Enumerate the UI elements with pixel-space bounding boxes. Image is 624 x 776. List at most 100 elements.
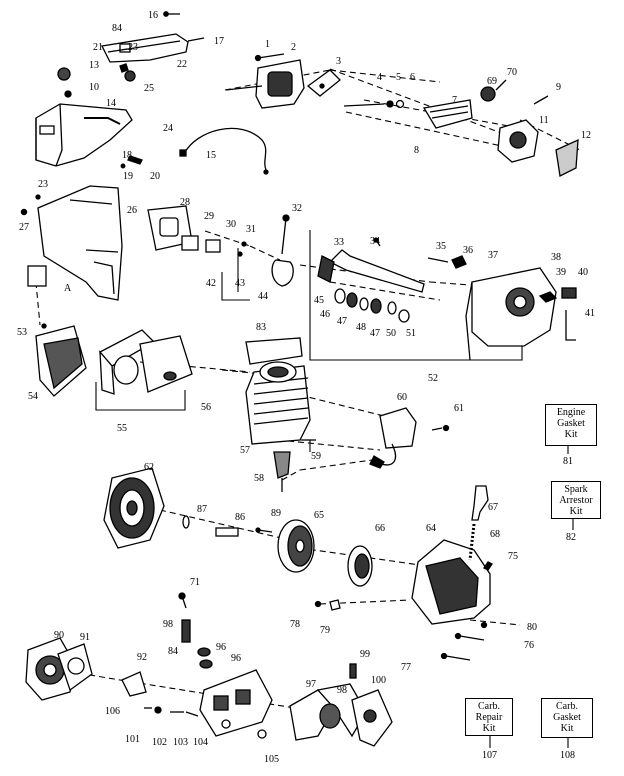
part-callout-34: 34 — [370, 236, 380, 247]
part-callout-23: 23 — [38, 179, 48, 190]
part-callout-15: 15 — [206, 150, 216, 161]
part-callout-4: 4 — [377, 72, 382, 83]
part-callout-106: 106 — [105, 706, 120, 717]
kit-line: Kit — [564, 429, 578, 440]
part-callout-86: 86 — [235, 512, 245, 523]
spark-arrestor-kit-box: Spark Arrestor Kit — [551, 481, 601, 519]
part-callout-102: 102 — [152, 737, 167, 748]
part-callout-70: 70 — [507, 67, 517, 78]
kit-line: Kit — [560, 723, 574, 734]
part-callout-19: 19 — [123, 171, 133, 182]
part-callout-96: 96 — [216, 642, 226, 653]
kit-line: Gasket — [553, 712, 581, 723]
engine-gasket-kit-number: 81 — [563, 456, 573, 467]
part-callout-51: 51 — [406, 328, 416, 339]
part-callout-47: 47 — [337, 316, 347, 327]
part-callout-16: 16 — [148, 10, 158, 21]
part-callout-27: 27 — [19, 222, 29, 233]
part-callout-18: 18 — [122, 150, 132, 161]
part-callout-78: 78 — [290, 619, 300, 630]
part-callout-25: 25 — [144, 83, 154, 94]
part-callout-29: 29 — [204, 211, 214, 222]
part-callout-76: 76 — [524, 640, 534, 651]
rear-handle-housing — [35, 103, 143, 169]
flywheel — [103, 467, 273, 549]
part-callout-8: 8 — [414, 145, 419, 156]
part-callout-50: 50 — [386, 328, 396, 339]
ignition-clip — [314, 599, 341, 611]
part-callout-57: 57 — [240, 445, 250, 456]
part-callout-31: 31 — [246, 224, 256, 235]
part-callout-92: 92 — [137, 652, 147, 663]
part-callout-69: 69 — [487, 76, 497, 87]
wire-harness — [179, 127, 269, 175]
part-callout-39: 39 — [556, 267, 566, 278]
part-callout-91: 91 — [80, 632, 90, 643]
part-callout-83: 83 — [256, 322, 266, 333]
part-callout-28: 28 — [180, 197, 190, 208]
part-callout-60: 60 — [397, 392, 407, 403]
part-callout-56: 56 — [201, 402, 211, 413]
part-callout-23: 23 — [128, 42, 138, 53]
part-callout-48: 48 — [356, 322, 366, 333]
part-callout-24: 24 — [163, 123, 173, 134]
carb-repair-kit-number: 107 — [482, 750, 497, 761]
carb-diaphragm-cover — [289, 663, 393, 747]
kit-line: Repair — [475, 712, 503, 723]
part-callout-66: 66 — [375, 523, 385, 534]
part-callout-12: 12 — [581, 130, 591, 141]
part-callout-5: 5 — [396, 72, 401, 83]
part-callout-44: 44 — [258, 291, 268, 302]
part-callout-40: 40 — [578, 267, 588, 278]
part-callout-35: 35 — [436, 241, 446, 252]
kit-line: Engine — [556, 407, 586, 418]
part-callout-47: 47 — [370, 328, 380, 339]
kit-line: Kit — [482, 723, 496, 734]
part-callout-99: 99 — [360, 649, 370, 660]
part-callout-77: 77 — [401, 662, 411, 673]
engine-gasket-kit-box: Engine Gasket Kit — [545, 404, 597, 446]
fuel-pickup — [237, 214, 294, 287]
part-callout-6: 6 — [410, 72, 415, 83]
part-callout-17: 17 — [214, 36, 224, 47]
part-callout-36: 36 — [463, 245, 473, 256]
part-callout-103: 103 — [173, 737, 188, 748]
crankshaft — [317, 237, 467, 293]
kit-line: Carb. — [556, 701, 578, 712]
part-callout-45: 45 — [314, 295, 324, 306]
part-callout-67: 67 — [488, 502, 498, 513]
part-callout-75: 75 — [508, 551, 518, 562]
cylinder — [245, 337, 316, 492]
intake-gasket — [147, 205, 221, 253]
part-callout-20: 20 — [150, 171, 160, 182]
air-cleaner-housing — [20, 185, 123, 301]
crankcase-housing — [465, 267, 577, 361]
part-callout-89: 89 — [271, 508, 281, 519]
spark-arrestor-screen — [343, 79, 549, 129]
carb-gasket-kit-box: Carb. Gasket Kit — [541, 698, 593, 738]
part-callout-14: 14 — [106, 98, 116, 109]
part-callout-84: 84 — [112, 23, 122, 34]
part-callout-105: 105 — [264, 754, 279, 765]
spark-arrestor-kit-number: 82 — [566, 532, 576, 543]
part-callout-7: 7 — [452, 95, 457, 106]
part-callout-A: A — [64, 283, 72, 294]
part-callout-104: 104 — [193, 737, 208, 748]
part-callout-98: 98 — [163, 619, 173, 630]
part-callout-41: 41 — [585, 308, 595, 319]
part-callout-87: 87 — [197, 504, 207, 515]
part-callout-68: 68 — [490, 529, 500, 540]
kit-line: Arrestor — [559, 495, 593, 506]
part-callout-37: 37 — [488, 250, 498, 261]
carb-repair-kit-box: Carb. Repair Kit — [465, 698, 513, 736]
part-callout-59: 59 — [311, 451, 321, 462]
part-callout-30: 30 — [226, 219, 236, 230]
kit-line: Kit — [569, 506, 583, 517]
part-callout-96: 96 — [231, 653, 241, 664]
part-callout-21: 21 — [93, 42, 103, 53]
starter-housing — [411, 485, 493, 661]
part-callout-61: 61 — [454, 403, 464, 414]
part-callout-52: 52 — [428, 373, 438, 384]
part-callout-80: 80 — [527, 622, 537, 633]
